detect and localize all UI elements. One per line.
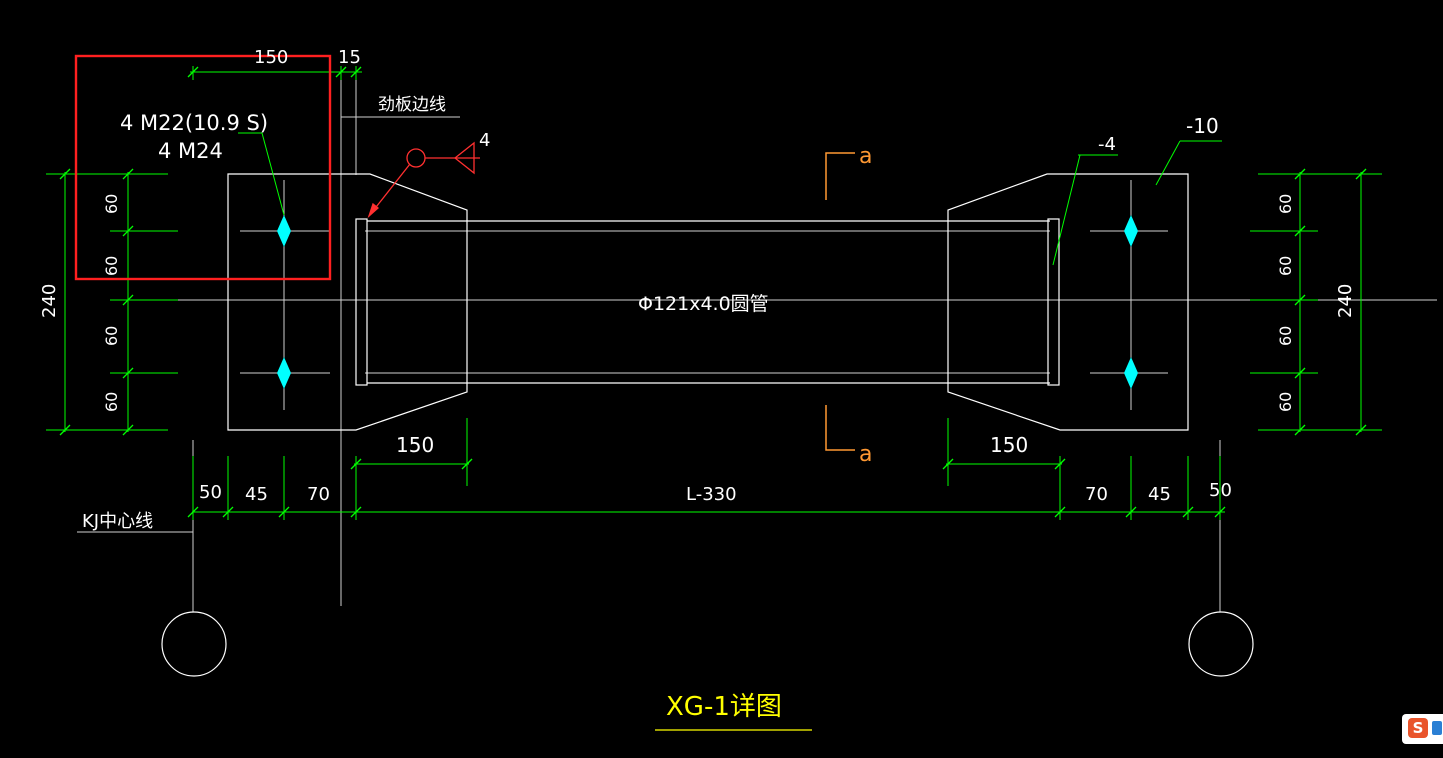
dim-left-seg-0: 60 (102, 194, 121, 214)
dim-top-150: 150 (254, 47, 288, 68)
ime-mode-icon (1432, 721, 1442, 735)
member-outline (227, 173, 1189, 431)
ime-toolbar[interactable]: S (1402, 714, 1443, 744)
dim-bottom-4: 70 (1085, 484, 1108, 505)
highlight-box (74, 54, 332, 281)
center-lines (77, 70, 1437, 612)
dim-bottom-6: 50 (1209, 480, 1232, 501)
dim-left-total: 240 (39, 284, 60, 318)
weld-fillet-icon (453, 141, 475, 175)
tube-label: Φ121x4.0圆管 (638, 293, 769, 315)
bolt-icon (1124, 215, 1138, 247)
weld-size: 4 (479, 130, 490, 151)
bolt-icon (277, 357, 291, 389)
left-rib (355, 218, 368, 386)
dim-bottom-0: 50 (199, 482, 222, 503)
dim-left-seg-1: 60 (102, 256, 121, 276)
dim-right-seg-0: 60 (1276, 194, 1295, 214)
axis-bubble-right (1188, 611, 1254, 677)
dim-right-total: 240 (1335, 284, 1356, 318)
dimension-ticks (59, 66, 1367, 518)
right-rib (1047, 218, 1060, 386)
bolt-group (277, 215, 1138, 389)
dim-bottom-1: 45 (245, 484, 268, 505)
bolt-icon (1124, 357, 1138, 389)
edge-line-label: 劲板边线 (378, 95, 446, 115)
dim-bottom-3: L-330 (686, 484, 737, 505)
drawing-title: XG-1详图 (666, 692, 782, 722)
section-markers (825, 152, 855, 451)
bolt-spec-line1: 4 M22(10.9 S) (120, 111, 268, 135)
dim-left-seg-2: 60 (102, 326, 121, 346)
ime-logo-icon: S (1408, 718, 1428, 738)
dim-right-seg-3: 60 (1276, 392, 1295, 412)
bolt-spec-line2: 4 M24 (158, 139, 223, 163)
right-end-plate (947, 173, 1189, 431)
dim-bottom-5: 45 (1148, 484, 1171, 505)
plate-thickness-right: -10 (1186, 114, 1219, 138)
dim-top-15: 15 (338, 47, 361, 68)
dim-right-seg-2: 60 (1276, 326, 1295, 346)
weld-symbol (367, 141, 480, 219)
section-marker-top: a (859, 144, 872, 169)
dim-left-seg-3: 60 (102, 392, 121, 412)
weld-arrow-icon (367, 202, 380, 219)
section-marker-bottom: a (859, 442, 872, 467)
axis-bubbles (161, 611, 1254, 677)
dim-taper-right: 150 (990, 433, 1028, 457)
dim-taper-left: 150 (396, 433, 434, 457)
axis-bubble-left (161, 611, 227, 677)
bolt-icon (277, 215, 291, 247)
left-end-plate (227, 173, 468, 431)
plate-thickness-inner: -4 (1098, 134, 1116, 155)
dim-right-seg-1: 60 (1276, 256, 1295, 276)
dim-bottom-2: 70 (307, 484, 330, 505)
kj-axis-label: KJ中心线 (82, 511, 153, 532)
